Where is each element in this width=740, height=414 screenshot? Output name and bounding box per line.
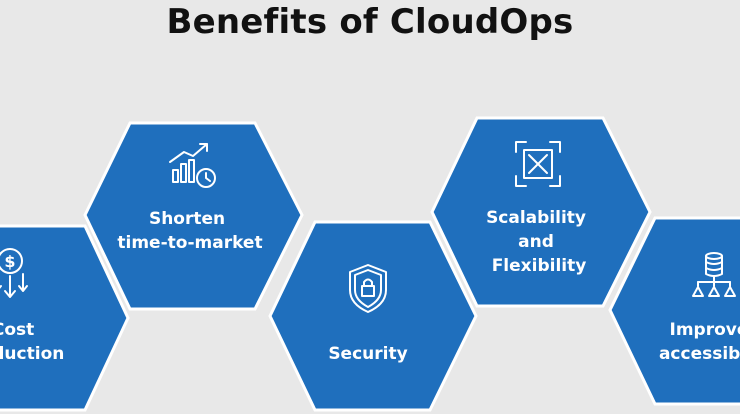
growth-chart-clock-icon — [169, 143, 216, 188]
hexagon-security — [268, 220, 478, 412]
benefit-label-line: Security — [328, 344, 407, 364]
benefit-cost-reduction: $ Cost Reduction — [0, 224, 130, 412]
hexagon-shorten-time-to-market — [83, 121, 304, 311]
page-title: Benefits of CloudOps — [166, 2, 574, 42]
benefit-label-line: Flexibility — [492, 256, 587, 276]
svg-text:Cost Reduction: Cost Reduction — [0, 320, 64, 364]
benefit-label-line: time-to-market — [117, 233, 262, 253]
benefit-label-line: Cost — [0, 320, 34, 340]
svg-text:Shorten time-to-market: Shorten time-to-market — [117, 209, 262, 253]
benefit-scalability-flexibility: Scalability and Flexibility — [430, 116, 652, 308]
svg-text:Improved accessibility: Improved accessibility — [659, 320, 740, 364]
hexagon-scalability-flexibility — [430, 116, 652, 308]
dollar-down-arrows-icon: $ — [0, 248, 28, 298]
scale-expand-icon — [515, 141, 561, 187]
svg-text:Scalability and Fl: Scalability and Flexibility — [486, 208, 592, 276]
benefit-label-line: and — [518, 232, 554, 252]
benefit-shorten-time-to-market: Shorten time-to-market — [83, 121, 304, 311]
hexagon-improved-accessibility — [608, 216, 740, 406]
benefit-label-line: accessibility — [659, 344, 740, 364]
svg-text:$: $ — [4, 252, 15, 271]
benefit-label-line: Reduction — [0, 344, 64, 364]
benefit-security: Security — [268, 220, 478, 412]
shield-lock-icon — [349, 264, 387, 313]
benefit-improved-accessibility: Improved accessibility — [608, 216, 740, 406]
svg-text:Security: Security — [328, 344, 407, 364]
hexagon-cost-reduction — [0, 224, 130, 412]
benefit-label-line: Improved — [670, 320, 740, 340]
benefit-label-line: Scalability — [486, 208, 586, 228]
database-network-icon — [692, 252, 736, 297]
benefit-label-line: Shorten — [149, 209, 225, 229]
